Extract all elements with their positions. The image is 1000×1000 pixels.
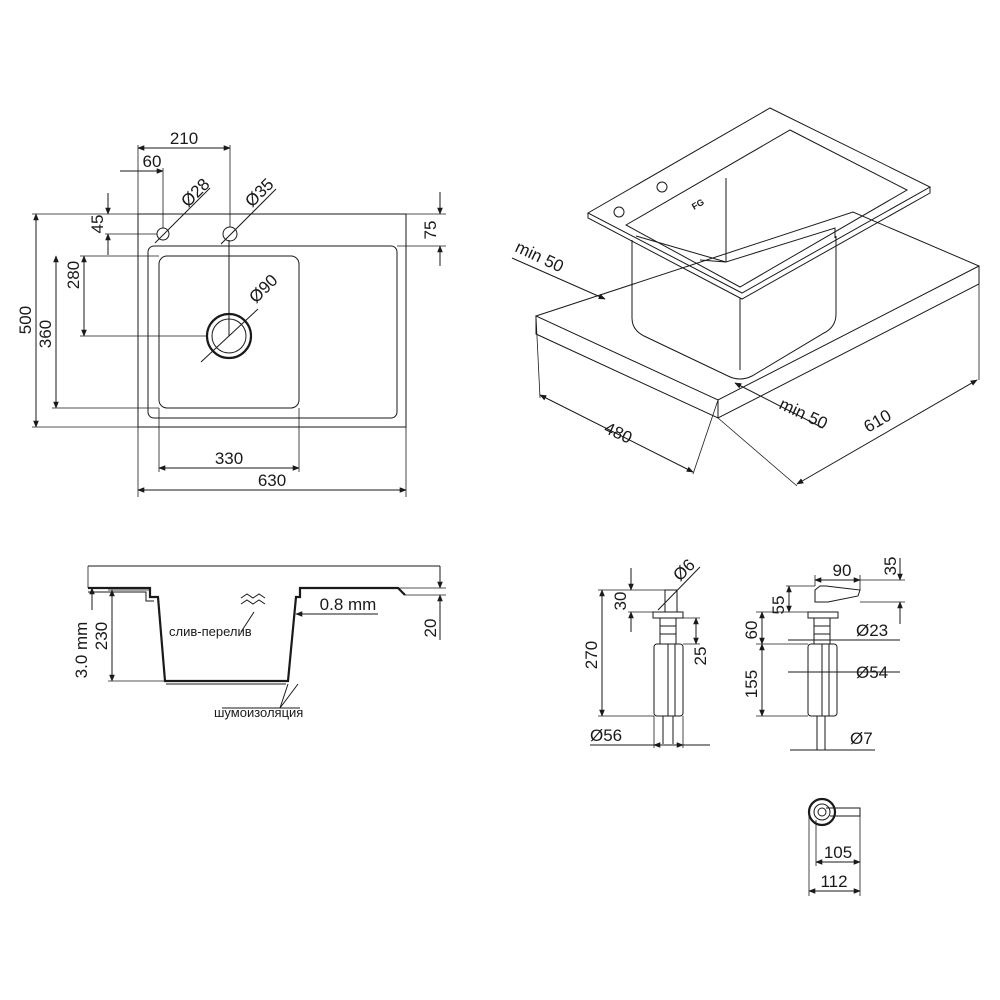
dim-cabinet-depth: 480: [601, 418, 635, 447]
dim-head: 30: [611, 592, 630, 611]
dim-spout-len: 90: [833, 561, 852, 580]
bowl-body: [631, 236, 837, 380]
dim-top-inner: 105: [824, 843, 852, 862]
overflow-label: слив-перелив: [169, 624, 252, 639]
dim-hole-edge: 60: [143, 152, 162, 171]
dim-nozzle: Ø6: [669, 555, 698, 584]
sink-inner-flange: [624, 129, 909, 288]
dim-steel: 0.8 mm: [320, 595, 377, 614]
dim-bottle-d: Ø56: [590, 726, 622, 745]
dim-hole-spacing: 210: [170, 129, 198, 148]
spout-b: [814, 585, 861, 603]
sink-outline: [137, 213, 407, 428]
dim-head-h: 55: [769, 596, 788, 615]
section-profile: [88, 586, 406, 683]
dim-clearance-right: min 50: [776, 394, 830, 433]
dim-rim: 20: [421, 619, 440, 638]
dim-drain: Ø90: [245, 271, 281, 307]
dim-cabinet-width: 610: [861, 406, 895, 437]
dim-spout-h: 35: [881, 557, 900, 576]
dim-tube-d: Ø7: [850, 729, 873, 748]
dispenser-b: 90 35 55 60 Ø23 155 Ø54 Ø7: [742, 557, 905, 751]
dim-hole-small: Ø28: [177, 175, 213, 211]
dim-drain-center: 360: [36, 320, 55, 348]
dim-depth: 230: [92, 622, 111, 650]
dim-drain-offset: 280: [64, 261, 83, 289]
countertop-front: [535, 266, 980, 419]
dim-depth-total: 500: [16, 306, 35, 334]
dim-bottle-h: 270: [582, 641, 601, 669]
dim-bottle-d-b: Ø54: [856, 663, 888, 682]
small-hole: [156, 227, 170, 241]
sink-inner-outline: [147, 245, 398, 419]
dim-collar-d: Ø23: [856, 621, 888, 640]
dim-bowl-width: 330: [215, 449, 243, 468]
insulation-label: шумоизоляция: [214, 705, 303, 720]
dim-width-total: 630: [258, 471, 286, 490]
dim-top-outer: 112: [820, 872, 847, 891]
sink-flange: [586, 107, 932, 294]
dim-collar-h: 60: [742, 621, 761, 640]
section-view: 3.0 mm 230 0.8 mm 20 слив-перелив шумоиз…: [72, 565, 446, 720]
dim-top-offset: 45: [88, 215, 107, 234]
dispenser-a: Ø6 30 270 25 Ø56: [582, 555, 710, 748]
iso-view: FG min 50 min 50 480 610: [511, 107, 981, 487]
large-hole: [222, 226, 238, 242]
dim-hole-large: Ø35: [241, 175, 277, 211]
brand-mark: FG: [690, 197, 706, 212]
dim-thickness: 3.0 mm: [72, 622, 91, 679]
dim-neck: 25: [691, 647, 710, 666]
dim-rim: 75: [421, 221, 440, 240]
dim-bottle-h-b: 155: [742, 670, 761, 698]
top-view: 210 60 Ø28 Ø35 Ø90 330 630 500 360 280 4…: [16, 129, 446, 497]
countertop-top: [534, 211, 981, 401]
dispenser-top-view: 105 112: [807, 797, 861, 896]
